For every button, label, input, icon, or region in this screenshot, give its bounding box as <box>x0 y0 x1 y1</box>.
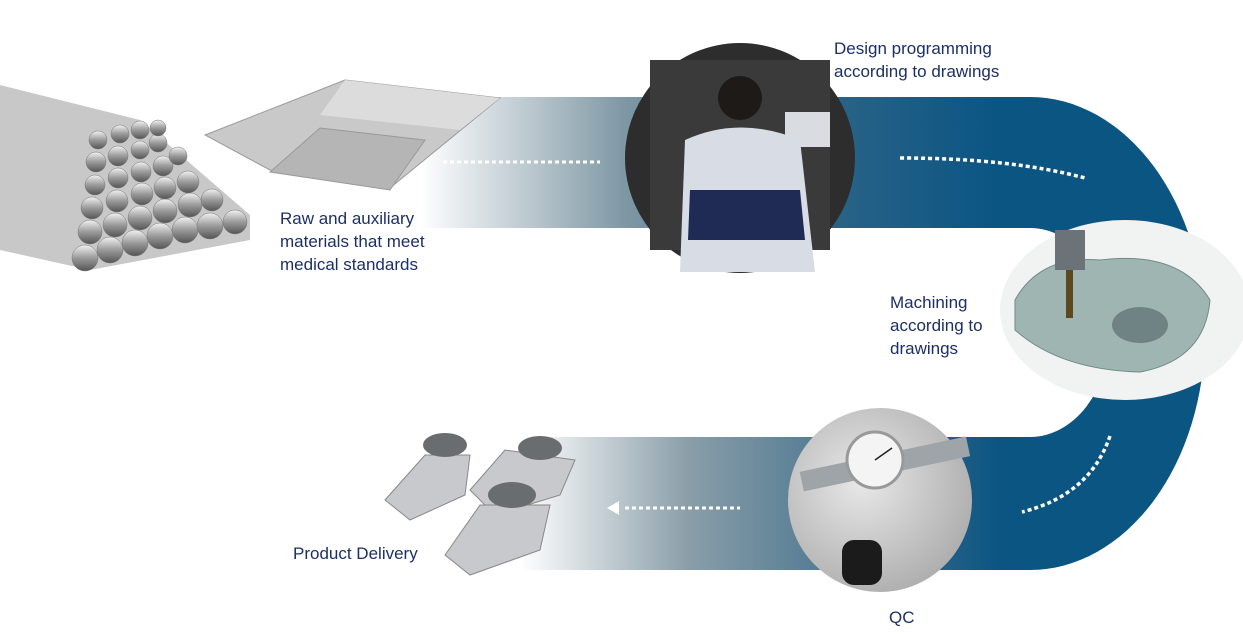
label-line: Product Delivery <box>293 544 418 563</box>
dotted-connector <box>1021 435 1112 514</box>
arrow-head-icon <box>607 501 619 515</box>
metal-plates-image <box>203 79 502 191</box>
label-line: drawings <box>890 339 959 358</box>
label-line: according to drawings <box>834 62 1000 81</box>
step-label-machining: Machining according to drawings <box>890 291 983 360</box>
label-line: Design programming <box>834 39 992 58</box>
step-label-product-delivery: Product Delivery <box>293 542 418 565</box>
label-line: Machining <box>890 293 968 312</box>
step-label-design-programming: Design programming according to drawings <box>834 37 999 83</box>
metal-rods-image <box>0 85 250 272</box>
label-line: QC <box>889 608 915 627</box>
label-line: medical standards <box>280 255 418 274</box>
step-label-qc: QC <box>889 606 915 629</box>
label-line: according to <box>890 316 983 335</box>
product-image <box>384 433 576 576</box>
label-line: materials that meet <box>280 232 425 251</box>
qc-photo <box>788 408 972 592</box>
machining-image <box>1000 220 1243 400</box>
dotted-connector <box>899 156 1086 180</box>
design-programming-photo <box>625 43 855 273</box>
step-label-raw-materials: Raw and auxiliary materials that meet me… <box>280 207 425 276</box>
flow-band-top <box>420 97 1205 570</box>
label-line: Raw and auxiliary <box>280 209 415 228</box>
